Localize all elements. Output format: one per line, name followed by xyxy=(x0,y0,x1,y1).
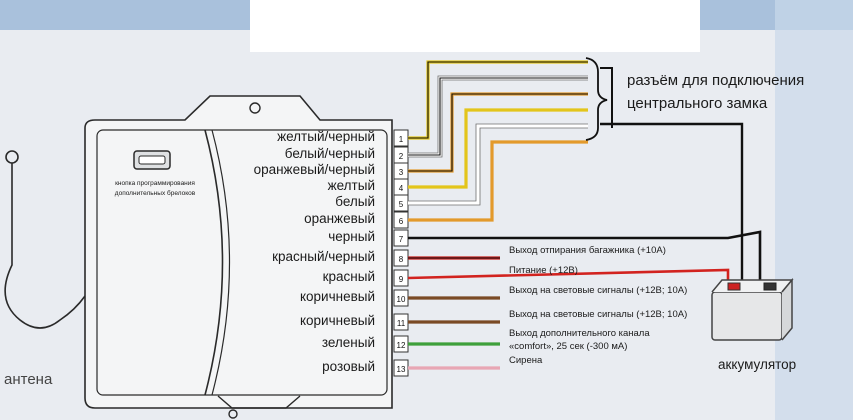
wires xyxy=(407,60,762,370)
antenna-label: антена xyxy=(4,371,53,388)
connector-note-line1: разъём для подключения xyxy=(627,72,805,89)
white-patch xyxy=(250,0,700,52)
pin-number: 6 xyxy=(399,217,404,226)
pin-number: 13 xyxy=(397,365,406,374)
wire xyxy=(408,124,588,205)
connector-note-line2: центрального замка xyxy=(627,95,768,112)
wire-color-label: красный xyxy=(322,269,375,284)
wire-color-label: оранжевый xyxy=(304,211,375,226)
wire-color-label: оранжевый/черный xyxy=(253,162,375,177)
wire xyxy=(408,230,762,300)
pin-number: 7 xyxy=(399,235,404,244)
wire-color-label: белый xyxy=(335,194,375,209)
ground-wire xyxy=(600,67,613,128)
wire-stripe xyxy=(408,93,588,172)
wire-color-label: коричневый xyxy=(299,313,375,328)
programming-button-label-1: кнопка программирования xyxy=(115,180,195,187)
pin-number: 12 xyxy=(397,341,406,350)
wire-color-label: зеленый xyxy=(321,335,375,350)
programming-button-icon xyxy=(133,150,171,170)
pin-number: 8 xyxy=(399,255,404,264)
wire xyxy=(408,140,588,222)
wire-output-label: Выход дополнительного канала xyxy=(509,328,650,339)
wire-output-label-2: «comfort», 25 сек (-300 мА) xyxy=(509,341,628,352)
wire-color-label: черный xyxy=(328,229,375,244)
wire-stripe xyxy=(408,61,588,139)
wire-color-label: красный/черный xyxy=(272,249,375,264)
wire-color-label: розовый xyxy=(322,359,375,374)
wire-output-label: Питание (+12В) xyxy=(509,265,578,276)
pin-number: 5 xyxy=(399,200,404,209)
pin-number: 11 xyxy=(397,319,406,328)
pin-number: 2 xyxy=(399,152,404,161)
wire-color-label: белый/черный xyxy=(284,146,375,161)
wire xyxy=(408,108,588,189)
ground-wire xyxy=(600,122,744,300)
programming-button-label-2: дополнительных брелоков xyxy=(114,190,196,197)
pin-number: 10 xyxy=(397,295,406,304)
wire-stripe xyxy=(408,77,588,156)
battery-label: аккумулятор xyxy=(718,357,797,372)
alarm-module xyxy=(84,95,393,419)
wire-output-label: Выход на световые сигналы (+12В; 10А) xyxy=(509,285,688,296)
pin-number: 4 xyxy=(399,184,404,193)
wire-output-label: Выход отпирания багажника (+10А) xyxy=(509,245,666,256)
wire-color-label: желтый xyxy=(327,178,375,193)
connector-bracket xyxy=(585,57,608,141)
wire-color-label: желтый/черный xyxy=(277,129,375,144)
blue-band-right xyxy=(775,0,853,420)
wire xyxy=(407,268,730,283)
wire-output-label: Выход на световые сигналы (+12В; 10А) xyxy=(509,309,688,320)
pin-number: 1 xyxy=(399,135,404,144)
pin-number: 3 xyxy=(399,168,404,177)
wire-color-label: коричневый xyxy=(299,289,375,304)
pin-number: 9 xyxy=(399,275,404,284)
battery-icon xyxy=(711,277,794,341)
wire-output-label: Сирена xyxy=(509,355,543,366)
antenna xyxy=(4,150,86,329)
